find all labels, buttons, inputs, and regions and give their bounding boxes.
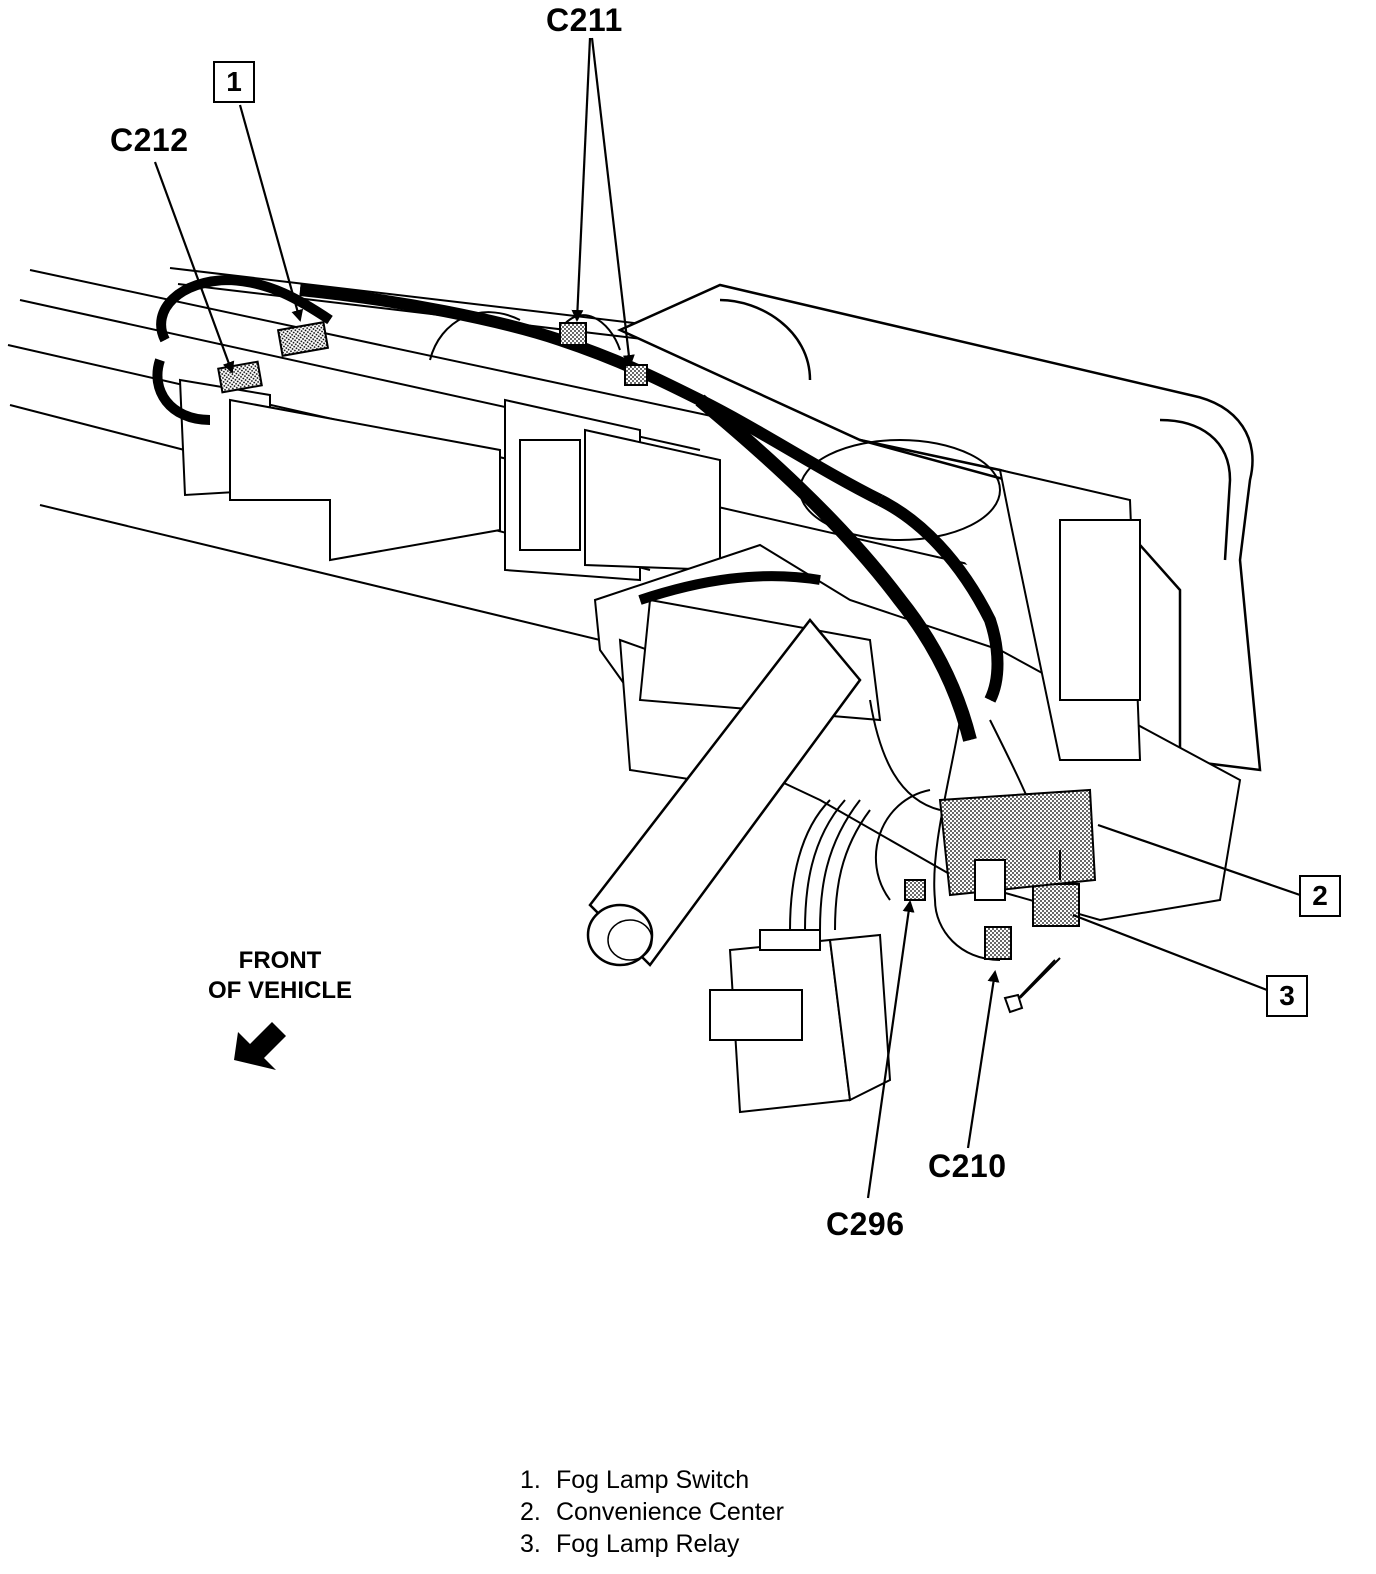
convenience-center-block: [938, 788, 1097, 901]
front-note-line2: OF VEHICLE: [207, 977, 352, 1004]
legend-item: 2. Convenience Center: [520, 1496, 784, 1528]
legend-item: 3. Fog Lamp Relay: [520, 1528, 784, 1560]
wiring-harness: [152, 274, 1041, 961]
parts-legend: 1. Fog Lamp Switch 2. Convenience Center 3…: [520, 1464, 784, 1560]
connectors: [217, 321, 1080, 960]
fastener-screw: [1003, 957, 1061, 1014]
legend-item-number: 1.: [520, 1466, 541, 1494]
legend-item-label: Convenience Center: [556, 1498, 784, 1526]
steering-column: [586, 618, 862, 967]
item-number-3: 3: [1266, 975, 1308, 1017]
legend-item-number: 3.: [520, 1530, 541, 1558]
legend-item-label: Fog Lamp Relay: [556, 1530, 740, 1558]
leader-lines: [153, 37, 1301, 1199]
legend-item: 1. Fog Lamp Switch: [520, 1464, 784, 1496]
fuse-block-module: [709, 929, 892, 1114]
front-arrow: [234, 1022, 286, 1070]
item-number-1: 1: [213, 61, 255, 103]
callout-c296: C296: [826, 1206, 905, 1242]
callout-c210: C210: [928, 1148, 1007, 1184]
front-note-line1: FRONT: [238, 947, 322, 974]
callout-c212: C212: [110, 122, 189, 158]
legend-item-label: Fog Lamp Switch: [556, 1466, 750, 1494]
front-of-vehicle-note: FRONT OF VEHICLE: [195, 946, 365, 1006]
callout-c211: C211: [546, 2, 623, 38]
item-number-2: 2: [1299, 875, 1341, 917]
legend-item-number: 2.: [520, 1498, 541, 1526]
